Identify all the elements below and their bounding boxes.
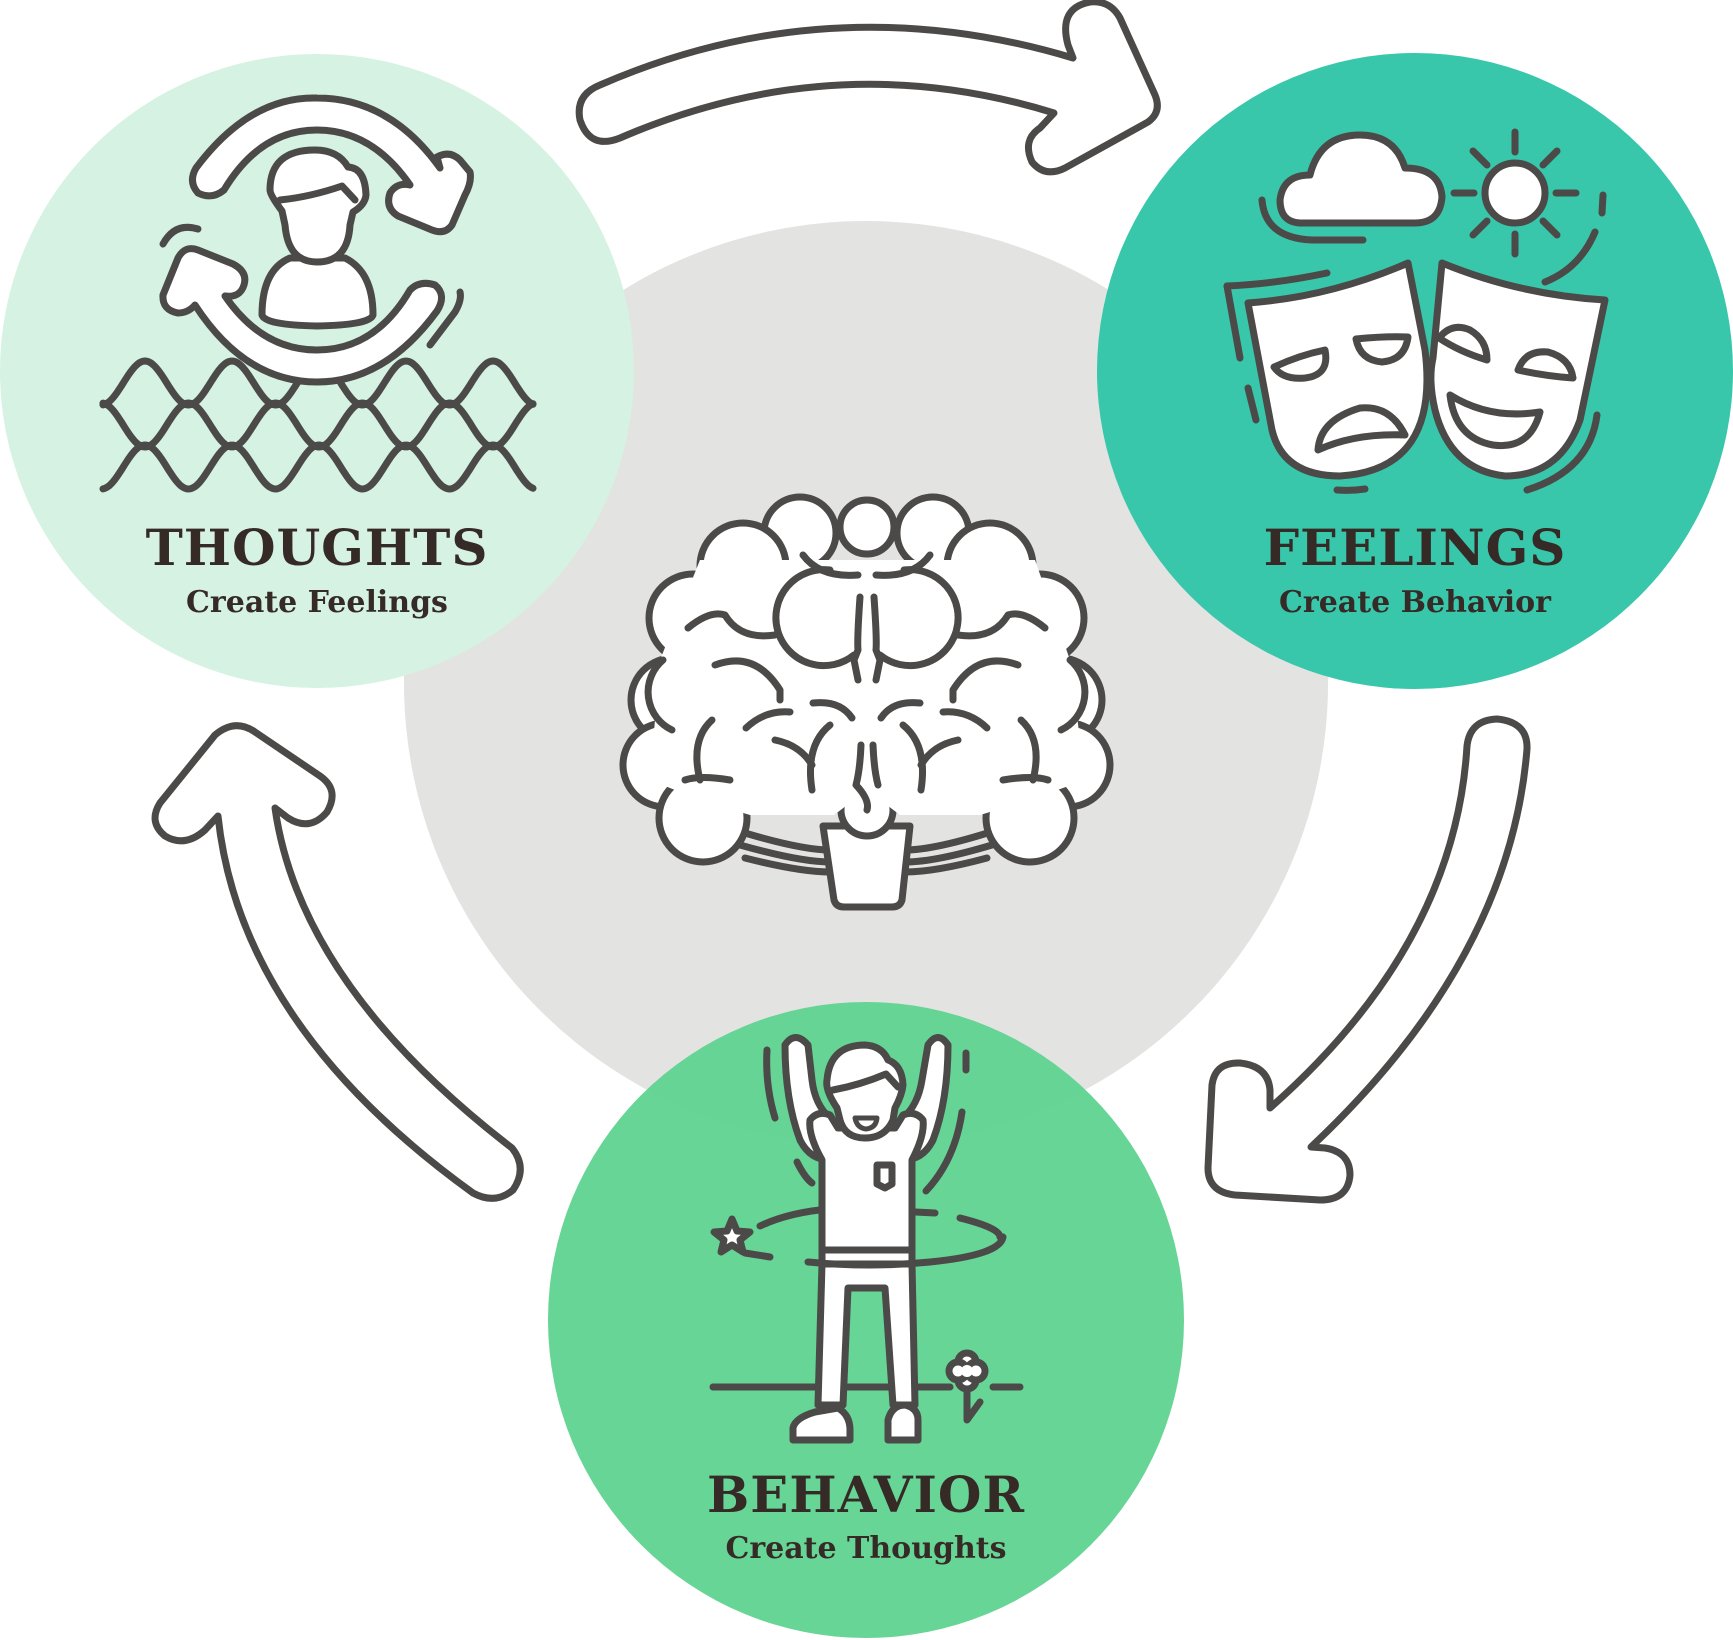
arrow-thoughts-to-feelings	[575, 0, 1161, 176]
feelings-title: FEELINGS	[1264, 518, 1567, 577]
behavior-subtitle: Create Thoughts	[725, 1531, 1006, 1566]
sun-icon	[1450, 128, 1607, 286]
cloud-icon	[1276, 131, 1446, 227]
behavior-icon	[709, 1034, 1024, 1444]
thoughts-icon	[99, 94, 537, 493]
refresh-arrows-icon	[159, 94, 474, 386]
sad-mask-icon	[1223, 259, 1431, 494]
feelings-label: FEELINGS Create Behavior	[1264, 518, 1567, 620]
feelings-icon	[1223, 128, 1609, 494]
star-icon	[710, 1215, 754, 1256]
thoughts-subtitle: Create Feelings	[186, 585, 448, 620]
behavior-title: BEHAVIOR	[707, 1465, 1025, 1524]
happy-mask-icon	[1427, 259, 1609, 494]
flower-icon	[945, 1349, 989, 1424]
thoughts-label: THOUGHTS Create Feelings	[146, 518, 489, 620]
arrow-feelings-to-behavior	[1204, 715, 1531, 1204]
brain-icon	[619, 493, 1114, 911]
behavior-label: BEHAVIOR Create Thoughts	[707, 1465, 1025, 1566]
person-icon	[258, 146, 377, 330]
behavior-circle	[548, 1002, 1184, 1638]
arrow-behavior-to-thoughts	[151, 722, 524, 1202]
feelings-subtitle: Create Behavior	[1279, 585, 1552, 620]
thoughts-title: THOUGHTS	[146, 518, 489, 577]
